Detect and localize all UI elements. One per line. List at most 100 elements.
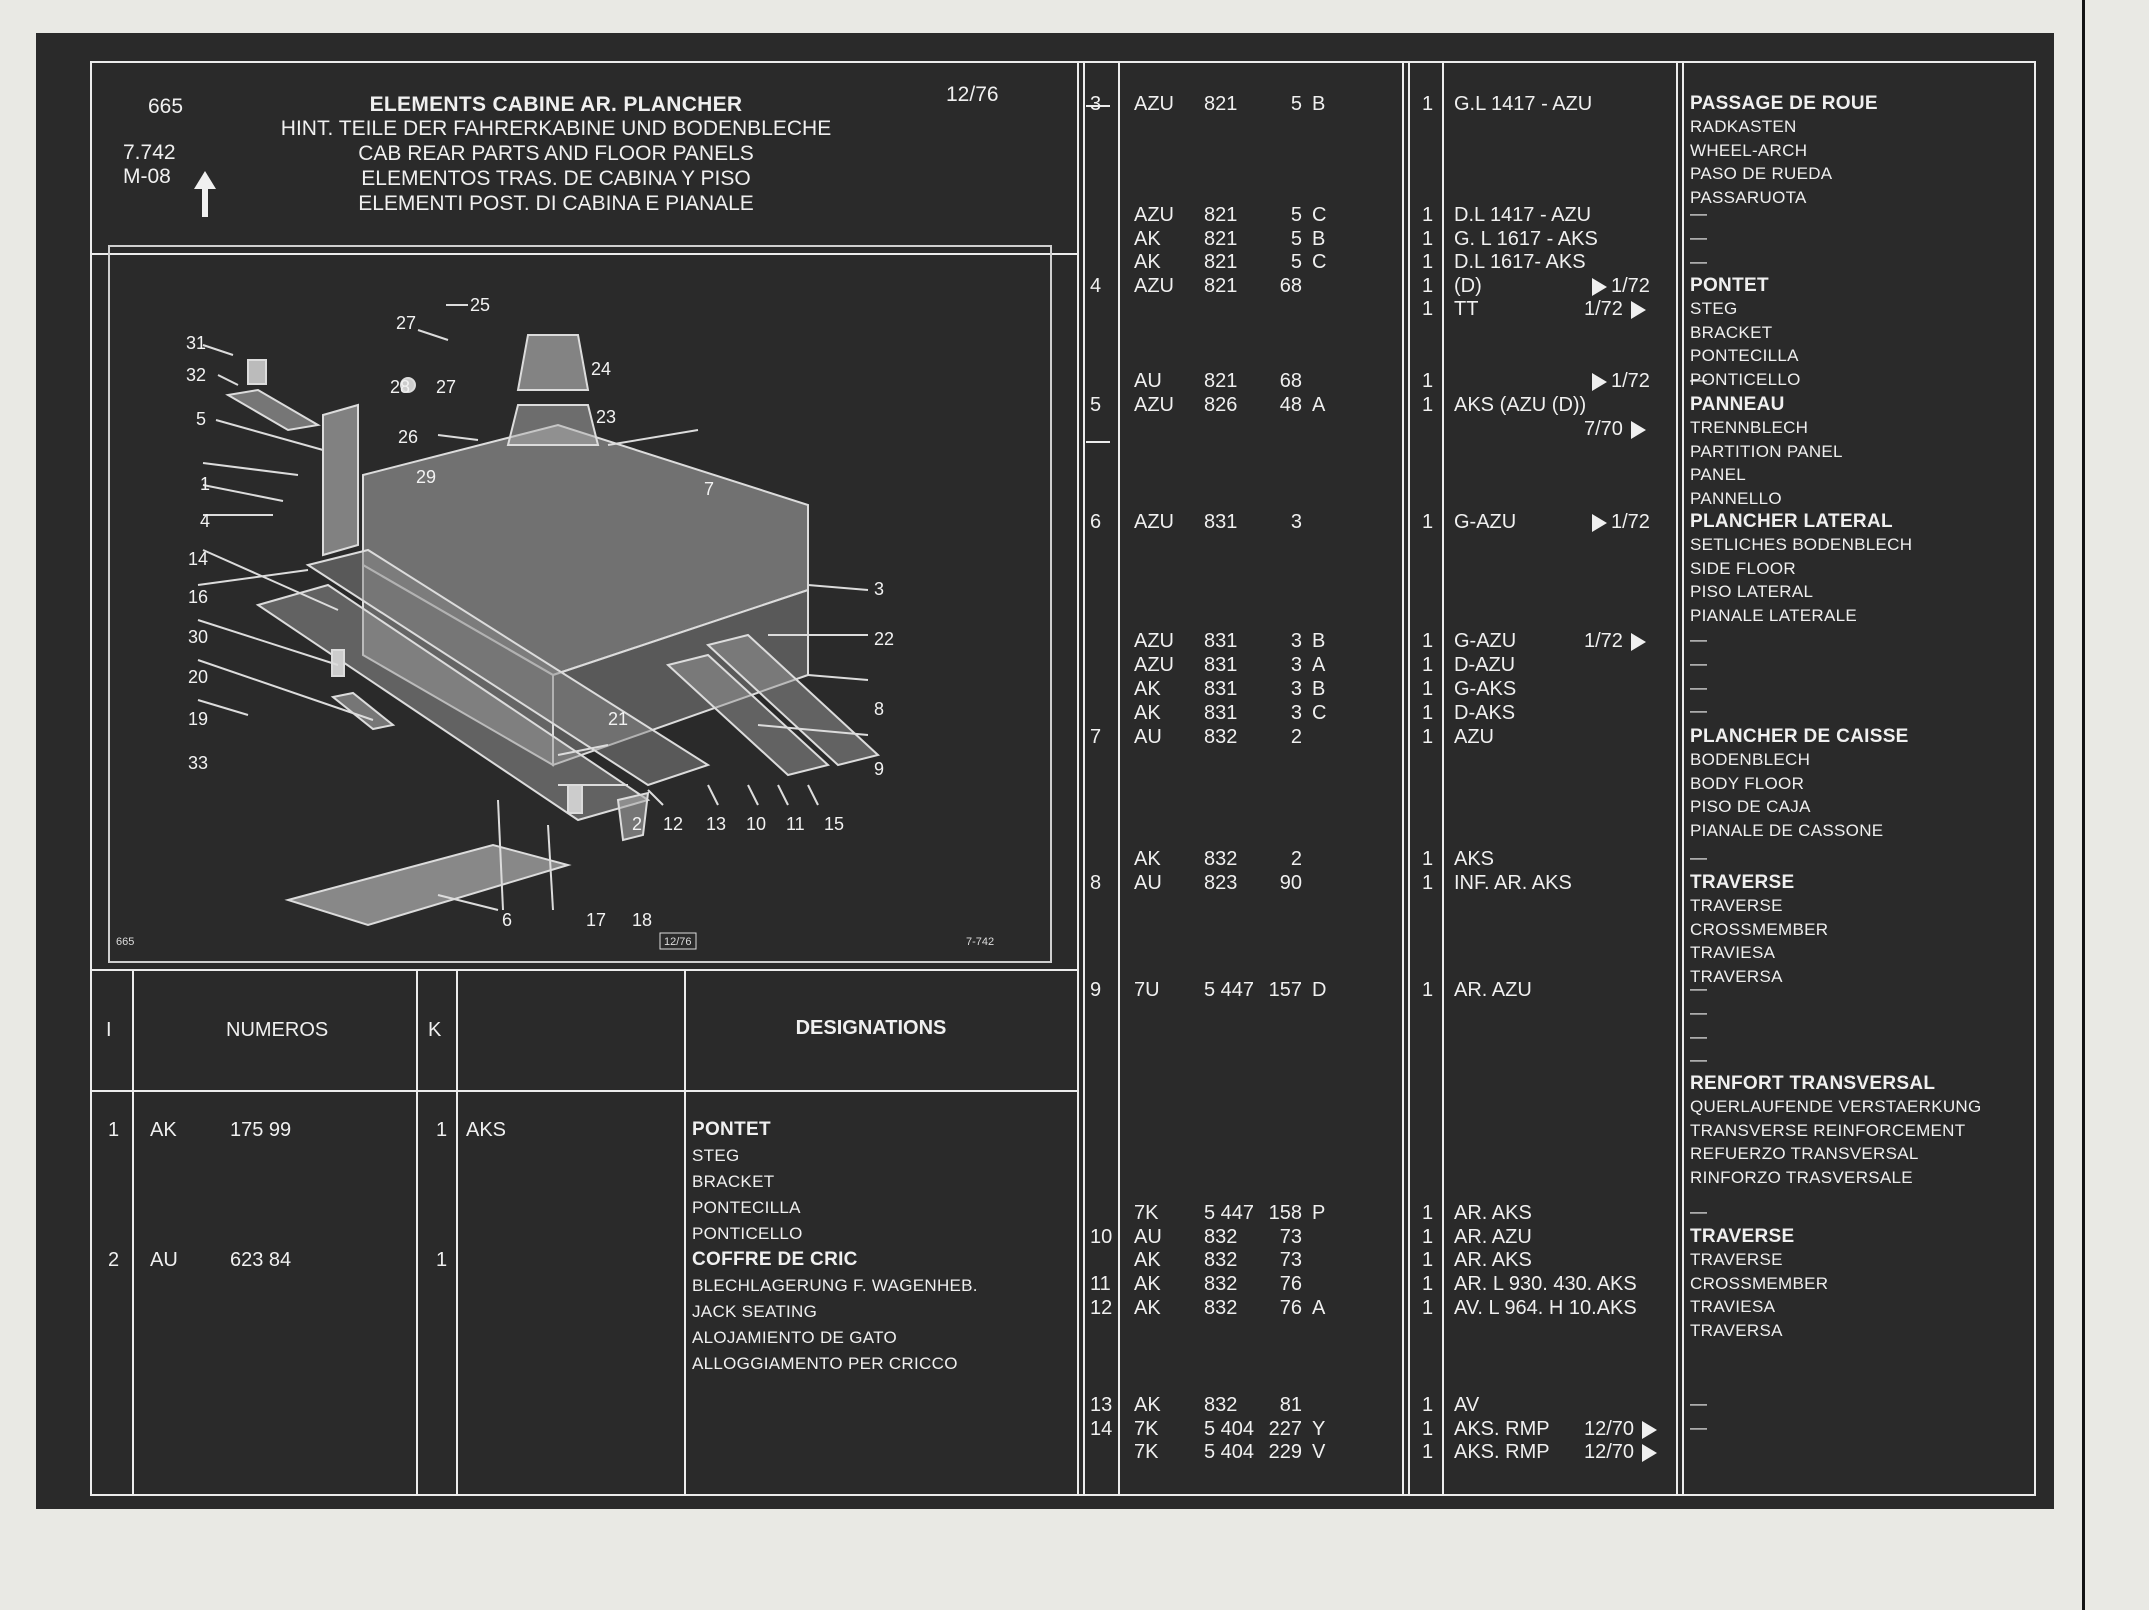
row-subnumber: 5 <box>1290 251 1302 273</box>
row-date-text: 1/72 <box>1611 370 1650 392</box>
header-designations: DESIGNATIONS <box>795 1017 947 1039</box>
callout-28: 28 <box>390 377 410 397</box>
callout-27: 27 <box>396 313 416 333</box>
lower-col-k <box>456 969 458 1496</box>
row-prefix: AK <box>1134 1394 1161 1416</box>
designation-line: — <box>1690 1418 1708 1437</box>
row-date-text: 1/72 <box>1611 511 1650 533</box>
callout-1: 1 <box>200 474 210 494</box>
model-code: M-08 <box>123 165 171 188</box>
up-arrow-icon <box>194 171 216 217</box>
designation-line: — <box>1690 228 1708 247</box>
row-date-marker: 1/72 <box>1592 275 1650 298</box>
header-divider <box>90 253 1078 255</box>
row-prefix: 7K <box>1134 1418 1159 1440</box>
play-triangle-icon <box>1642 1420 1658 1439</box>
row-qty: 1 <box>1422 511 1434 533</box>
designation-line: — <box>1690 848 1708 867</box>
row-index: 12 <box>1090 1297 1113 1319</box>
header-index: I <box>106 1019 112 1041</box>
row-number: 175 99 <box>230 1119 292 1141</box>
row-date-text: 1/72 <box>1611 275 1650 297</box>
designation-line: TRAVERSE <box>1690 1250 1783 1269</box>
row-number: 832 <box>1204 848 1238 870</box>
row-number: 831 <box>1204 702 1238 724</box>
row-subnumber: 3 <box>1290 654 1302 676</box>
row-prefix: AU <box>1134 872 1162 894</box>
row-date-text: 12/70 <box>1584 1418 1635 1440</box>
row-number: 5 447 <box>1204 1202 1255 1224</box>
row-subnumber: 227 <box>1268 1418 1302 1440</box>
row-number: 5 404 <box>1204 1418 1255 1440</box>
row-prefix: AZU <box>1134 394 1174 416</box>
designation-line: — <box>1690 252 1708 271</box>
row-index: 9 <box>1090 979 1102 1001</box>
row-subnumber: 90 <box>1279 872 1302 894</box>
designation-line: TRAVIESA <box>1690 1297 1776 1316</box>
row-date-marker: 7/70 <box>1584 418 1646 441</box>
row-number: 831 <box>1204 630 1238 652</box>
callout-14: 14 <box>188 549 208 569</box>
row-prefix: AK <box>1134 1249 1161 1271</box>
row-subnumber: 158 <box>1268 1202 1302 1224</box>
row-number: 623 84 <box>230 1249 292 1271</box>
row-prefix: AK <box>1134 848 1161 870</box>
row-qty: 1 <box>1422 228 1434 250</box>
right-col-numbers <box>1402 61 1404 1496</box>
callout-2: 2 <box>632 814 642 834</box>
designation-line: TRENNBLECH <box>1690 418 1809 437</box>
designation-line: PONTECILLA <box>1690 346 1799 365</box>
row-number: 832 <box>1204 1226 1238 1248</box>
right-col-index-left <box>1083 61 1085 1496</box>
row-suffix: A <box>1312 394 1326 416</box>
row-number: 832 <box>1204 1297 1238 1319</box>
row-number: 832 <box>1204 1249 1238 1271</box>
row-subnumber: 73 <box>1279 1249 1302 1271</box>
row-number: 821 <box>1204 204 1238 226</box>
callout-25: 25 <box>470 295 490 315</box>
row-suffix: C <box>1312 204 1327 226</box>
row-variant: AV <box>1454 1394 1480 1416</box>
row-subnumber: 76 <box>1279 1297 1302 1319</box>
row-subnumber: 48 <box>1279 394 1302 416</box>
callout-3: 3 <box>874 579 884 599</box>
row-prefix: AZU <box>1134 654 1174 676</box>
row-subnumber: 157 <box>1268 979 1302 1001</box>
callout-8: 8 <box>874 699 884 719</box>
callout-24: 24 <box>591 359 611 379</box>
row-date-marker: 12/70 <box>1584 1441 1658 1464</box>
callout-22: 22 <box>874 629 894 649</box>
row-variant: G-AKS <box>1454 678 1517 700</box>
row-number: 831 <box>1204 678 1238 700</box>
designation-line: PIANALE DE CASSONE <box>1690 821 1884 840</box>
row-subnumber: 5 <box>1290 204 1302 226</box>
callout-12: 12 <box>663 814 683 834</box>
row-suffix: A <box>1312 654 1326 676</box>
designation-line: PISO LATERAL <box>1690 582 1814 601</box>
row-date-marker: 1/72 <box>1592 511 1650 534</box>
header-numeros: NUMEROS <box>226 1019 329 1041</box>
row-qty: 1 <box>1422 726 1434 748</box>
row-variant: G. L 1617 - AKS <box>1454 228 1598 250</box>
row-prefix: AK <box>1134 678 1161 700</box>
row-prefix: 7U <box>1134 979 1160 1001</box>
callout-32: 32 <box>186 365 206 385</box>
designation-line: PASSARUOTA <box>1690 188 1807 207</box>
play-triangle-icon <box>1592 277 1607 296</box>
row-suffix: C <box>1312 251 1327 273</box>
row-number: 5 447 <box>1204 979 1255 1001</box>
row-qty: 1 <box>1422 654 1434 676</box>
row-qty: 1 <box>1422 298 1434 320</box>
row-suffix: C <box>1312 702 1327 724</box>
right-col-variant <box>1676 61 1678 1496</box>
row-prefix: AU <box>1134 370 1162 392</box>
designation-line: BODY FLOOR <box>1690 774 1805 793</box>
sheet-frame <box>90 61 2036 1496</box>
row-desc-en: JACK SEATING <box>692 1302 818 1321</box>
underline-3 <box>1086 105 1110 107</box>
designation-line: PANNELLO <box>1690 489 1782 508</box>
row-qty: 1 <box>1422 275 1434 297</box>
row-suffix: B <box>1312 678 1326 700</box>
designation-line: — <box>1690 370 1708 389</box>
row-qty: 1 <box>1422 1226 1434 1248</box>
